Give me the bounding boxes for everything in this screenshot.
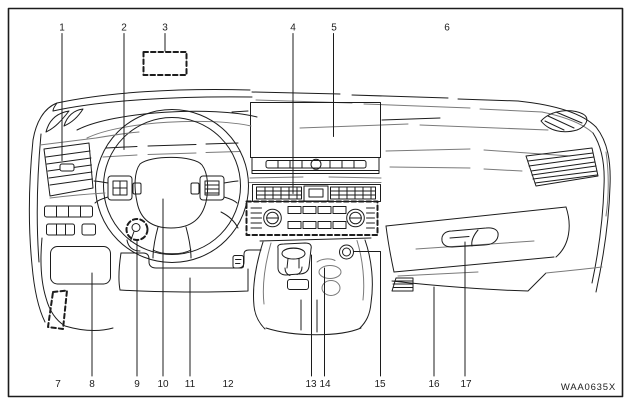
display-knob [310,158,322,170]
right-side-vent [540,110,588,133]
shift-lever-bezel [277,242,312,276]
callout-leaders [61,33,466,377]
callout-11: 11 [185,379,196,390]
callout-17: 17 [460,379,472,390]
right-face-vent [525,147,599,187]
right-spoke-switches [199,175,225,201]
left-vent [39,131,140,199]
callout-2: 2 [121,23,127,34]
callout-14: 14 [319,379,331,390]
figure-code: WAA0635X [561,382,616,393]
fuse-box-lid [50,246,111,285]
callout-8: 8 [89,379,95,390]
start-switch-outline [125,218,149,241]
callout-1: 1 [59,23,65,34]
callout-13: 13 [305,379,317,390]
drive-mode-knob [339,244,354,260]
glove-box-handle [441,227,499,248]
head-up-display-outline [142,51,188,76]
dash-top [52,89,611,293]
callout-labels: 1 2 3 4 5 6 7 8 9 10 11 12 13 14 15 16 1… [55,23,472,391]
callout-9: 9 [134,379,140,390]
dashed-highlights [47,51,379,330]
climate-panel-outline [245,200,379,236]
callout-10: 10 [157,379,169,390]
center-console [253,237,373,336]
center-display [248,102,382,183]
callout-5: 5 [331,23,337,34]
ignition-switch [131,223,141,232]
steering-wheel [76,109,258,263]
callout-6: 6 [444,23,450,34]
figure-border [7,7,624,398]
left-spoke-switches [107,175,133,201]
left-pillar [28,102,84,323]
driver-lower-panel [40,205,114,331]
callout-16: 16 [428,379,440,390]
callout-4: 4 [290,23,296,34]
switch-plate-icon [232,255,244,269]
callout-7: 7 [55,379,61,390]
callout-12: 12 [222,379,234,390]
callout-3: 3 [162,23,168,34]
glove-box [385,206,603,292]
steering-pad [134,156,209,229]
callout-15: 15 [374,379,386,390]
side-panel-outline [47,289,68,330]
climate-controls [250,206,375,229]
dashboard-art [28,89,611,336]
knee-panel [118,249,262,293]
center-vents [252,184,381,202]
